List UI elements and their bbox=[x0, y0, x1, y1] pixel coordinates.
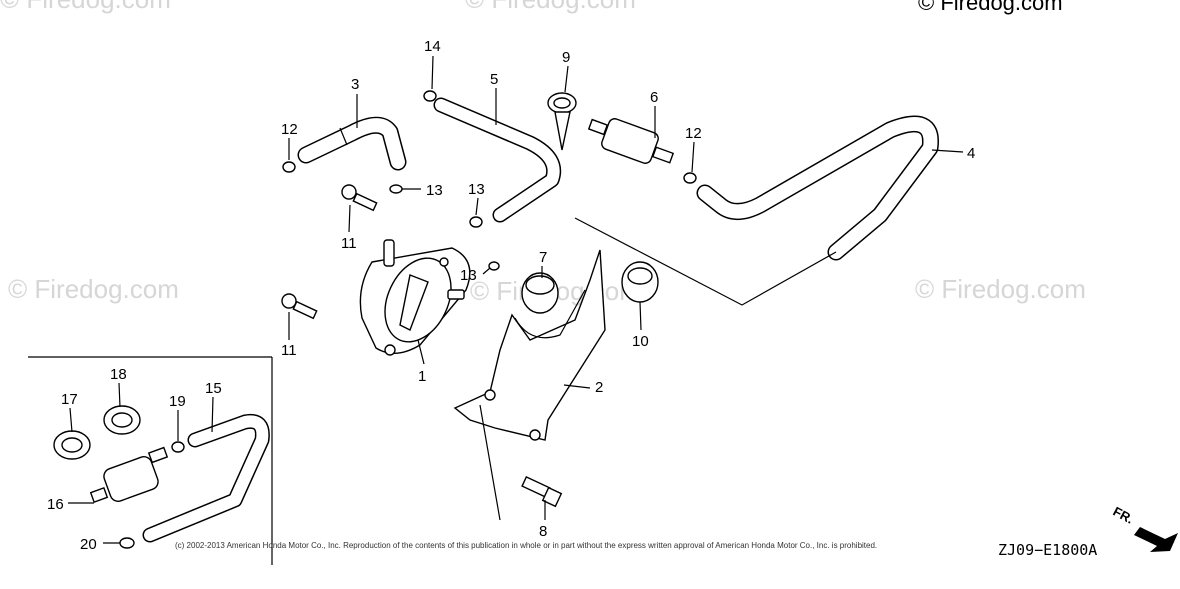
hose-clip-13a bbox=[389, 184, 403, 194]
fuel-filter-clamp bbox=[547, 92, 577, 151]
hose-clip-12a bbox=[282, 161, 296, 173]
fuel-hose-elbow bbox=[297, 116, 407, 171]
callout-13c: 13 bbox=[460, 267, 477, 284]
callout-3: 3 bbox=[351, 76, 359, 93]
hose-clip-13b bbox=[469, 216, 483, 228]
callout-6: 6 bbox=[650, 89, 658, 106]
pump-bracket bbox=[453, 249, 606, 441]
watermark-mid-left: © Firedog.com bbox=[8, 274, 179, 304]
callout-11b: 11 bbox=[281, 342, 297, 359]
callout-4: 4 bbox=[967, 145, 975, 162]
callout-11a: 11 bbox=[341, 235, 357, 252]
callout-14: 14 bbox=[424, 38, 441, 55]
callout-13b: 13 bbox=[468, 181, 485, 198]
hose-clip-20 bbox=[119, 537, 135, 549]
fuel-pump bbox=[359, 239, 471, 356]
grommet-10 bbox=[621, 261, 659, 303]
fuel-filter-16 bbox=[89, 446, 169, 503]
hose-clip-12b bbox=[683, 172, 697, 184]
fuel-hose-5 bbox=[433, 97, 562, 223]
clamp-17 bbox=[53, 430, 91, 460]
callout-10: 10 bbox=[632, 333, 649, 350]
callout-5: 5 bbox=[490, 71, 498, 88]
watermark-top-left: © Firedog.com bbox=[0, 0, 171, 14]
leader-lines bbox=[68, 55, 964, 544]
watermark-top-right: © Firedog.com bbox=[918, 0, 1063, 15]
copyright-notice: (c) 2002-2013 American Honda Motor Co., … bbox=[175, 541, 877, 550]
callout-8: 8 bbox=[539, 523, 547, 540]
flange-bolt-8 bbox=[521, 476, 563, 508]
flange-bolt-11a bbox=[341, 184, 378, 212]
callout-7: 7 bbox=[539, 249, 547, 266]
hose-clip-19 bbox=[171, 441, 185, 453]
callout-20: 20 bbox=[80, 536, 97, 553]
fuel-hose-4 bbox=[696, 115, 939, 261]
flange-bolt-11b bbox=[281, 293, 318, 320]
callout-15: 15 bbox=[205, 380, 222, 397]
fuel-hose-15 bbox=[142, 413, 270, 543]
hose-clip-14 bbox=[423, 90, 437, 102]
callout-17: 17 bbox=[61, 391, 78, 408]
callout-12b: 12 bbox=[685, 125, 702, 142]
callout-1: 1 bbox=[418, 368, 426, 385]
diagram-code: ZJ09−E1800A bbox=[998, 541, 1097, 559]
front-direction-label: FR. bbox=[1111, 504, 1137, 527]
clamp-18 bbox=[103, 405, 141, 435]
fuel-filter bbox=[587, 118, 675, 164]
watermark-mid-right: © Firedog.com bbox=[915, 274, 1086, 304]
front-direction-arrow-icon bbox=[1134, 527, 1178, 552]
hose-clip-13c bbox=[488, 261, 500, 271]
callout-18: 18 bbox=[110, 366, 127, 383]
callout-12a: 12 bbox=[281, 121, 298, 138]
grommet-7 bbox=[521, 272, 559, 314]
watermark-top-center: © Firedog.com bbox=[465, 0, 636, 14]
callout-16: 16 bbox=[47, 496, 64, 513]
callout-13a: 13 bbox=[426, 182, 443, 199]
callout-19: 19 bbox=[169, 393, 186, 410]
callout-2: 2 bbox=[595, 379, 603, 396]
callout-9: 9 bbox=[562, 49, 570, 66]
